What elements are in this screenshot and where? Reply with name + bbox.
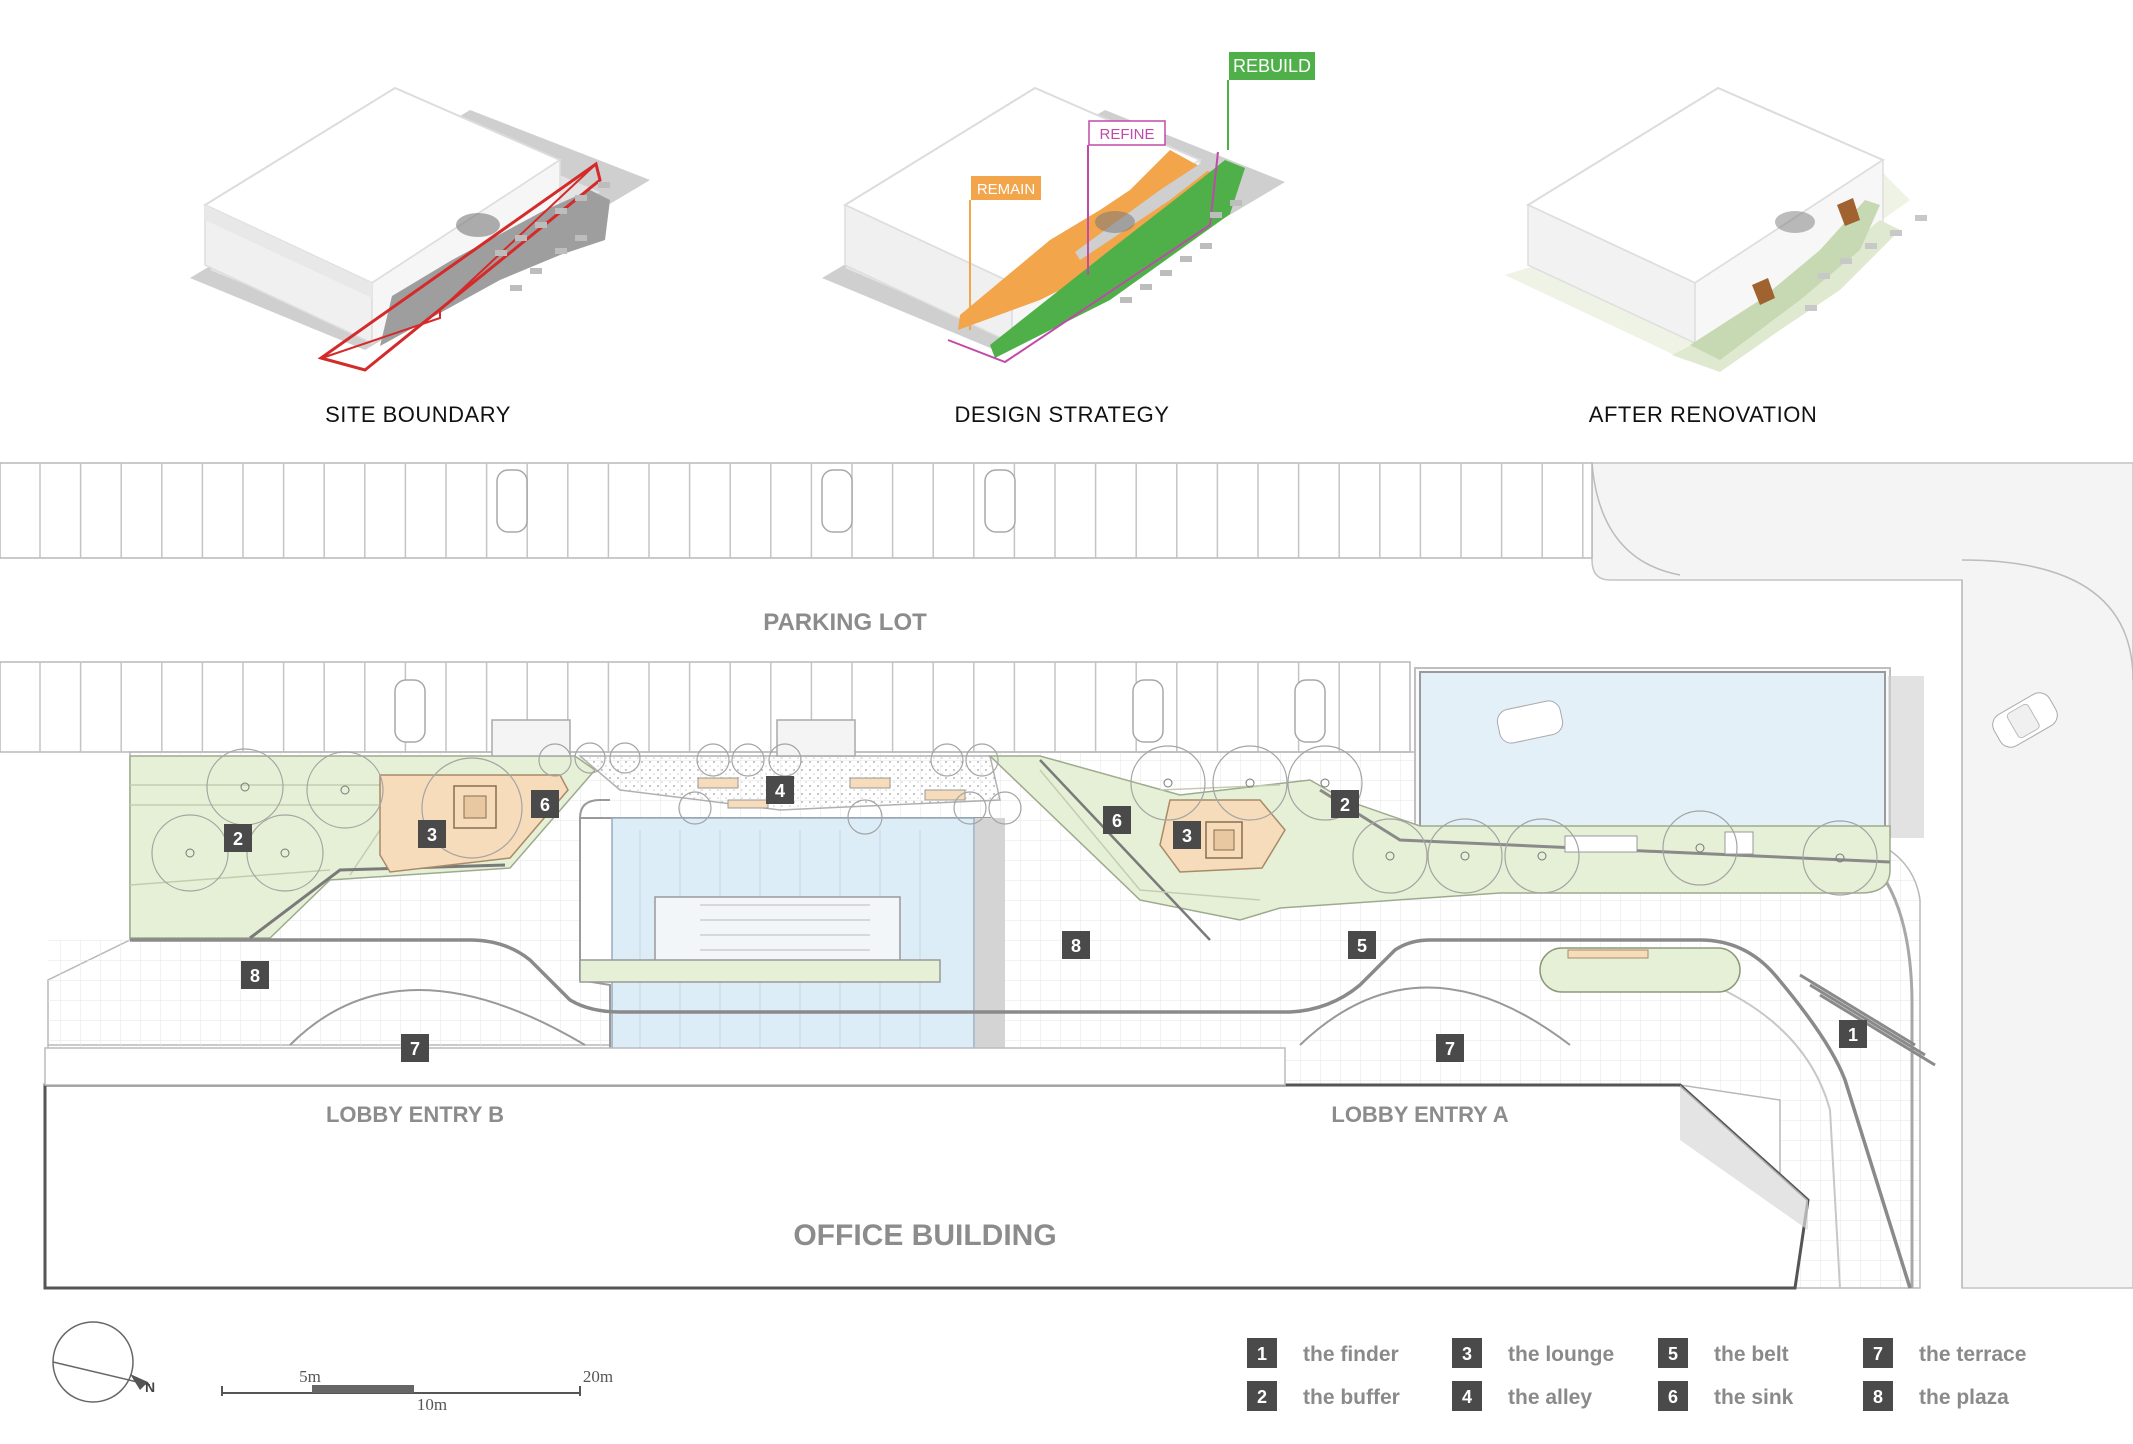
svg-text:the belt: the belt bbox=[1714, 1343, 1789, 1366]
parking-row-top bbox=[0, 462, 1593, 559]
svg-text:1: 1 bbox=[1257, 1344, 1267, 1364]
svg-text:N: N bbox=[145, 1379, 155, 1395]
zone-marker-6: 6 bbox=[531, 790, 559, 818]
svg-text:8: 8 bbox=[1071, 936, 1081, 956]
svg-text:20m: 20m bbox=[583, 1367, 613, 1386]
legend-item-4: 4 the alley bbox=[1452, 1381, 1592, 1411]
svg-text:5: 5 bbox=[1357, 936, 1367, 956]
zone-marker-8: 8 bbox=[241, 961, 269, 989]
remain-zone bbox=[958, 150, 1210, 330]
escalators bbox=[654, 896, 901, 971]
zone-marker-2: 2 bbox=[224, 824, 252, 852]
svg-text:4: 4 bbox=[1462, 1387, 1472, 1407]
finder-bars bbox=[1799, 973, 1936, 1067]
svg-text:2: 2 bbox=[233, 829, 243, 849]
zone-marker-7: 7 bbox=[1436, 1034, 1464, 1062]
zone-marker-1: 1 bbox=[1839, 1020, 1867, 1048]
parked-cars bbox=[394, 469, 1326, 743]
legend-item-7: 7 the terrace bbox=[1863, 1338, 2026, 1368]
legend-item-3: 3 the lounge bbox=[1452, 1338, 1614, 1368]
parking-lot-label: PARKING LOT bbox=[763, 609, 927, 636]
svg-text:8: 8 bbox=[250, 966, 260, 986]
svg-text:5: 5 bbox=[1668, 1344, 1678, 1364]
caption-design-strategy: DESIGN STRATEGY bbox=[955, 402, 1170, 427]
zone-marker-2: 2 bbox=[1331, 790, 1359, 818]
legend-item-2: 2 the buffer bbox=[1247, 1381, 1400, 1411]
svg-text:REFINE: REFINE bbox=[1099, 126, 1154, 143]
rebuild-zone bbox=[990, 160, 1245, 358]
zone-marker-8: 8 bbox=[1062, 931, 1090, 959]
office-building bbox=[43, 1083, 1810, 1290]
zone-marker-3: 3 bbox=[418, 820, 446, 848]
svg-text:6: 6 bbox=[1112, 811, 1122, 831]
svg-text:the alley: the alley bbox=[1508, 1386, 1592, 1409]
svg-text:2: 2 bbox=[1257, 1387, 1267, 1407]
site-boundary-outline bbox=[317, 161, 602, 372]
svg-text:1: 1 bbox=[1848, 1025, 1858, 1045]
zone-marker-6: 6 bbox=[1103, 806, 1131, 834]
svg-text:the sink: the sink bbox=[1714, 1386, 1794, 1409]
svg-text:10m: 10m bbox=[417, 1395, 447, 1414]
scale-bar: 5m 10m 20m bbox=[221, 1367, 613, 1414]
tag-rebuild: REBUILD bbox=[1229, 52, 1315, 80]
street-car bbox=[1992, 692, 2058, 748]
lobby-entry-a-label: LOBBY ENTRY A bbox=[1331, 1102, 1508, 1127]
zone-marker-4: 4 bbox=[766, 776, 794, 804]
street-area bbox=[1591, 462, 2133, 1289]
green-island bbox=[1539, 947, 1741, 993]
svg-text:4: 4 bbox=[775, 781, 785, 801]
svg-text:the terrace: the terrace bbox=[1919, 1343, 2026, 1366]
zone-marker-5: 5 bbox=[1348, 931, 1376, 959]
svg-text:the lounge: the lounge bbox=[1508, 1343, 1614, 1366]
svg-text:2: 2 bbox=[1340, 795, 1350, 815]
belt-path bbox=[130, 938, 1912, 1289]
caption-site-boundary: SITE BOUNDARY bbox=[325, 402, 511, 427]
svg-text:the plaza: the plaza bbox=[1919, 1386, 2009, 1409]
tag-refine: REFINE bbox=[1088, 120, 1166, 146]
legend-item-5: 5 the belt bbox=[1658, 1338, 1789, 1368]
svg-text:3: 3 bbox=[427, 825, 437, 845]
svg-text:7: 7 bbox=[410, 1039, 420, 1059]
tag-remain: REMAIN bbox=[971, 176, 1041, 200]
svg-text:the buffer: the buffer bbox=[1303, 1386, 1400, 1409]
svg-text:7: 7 bbox=[1445, 1039, 1455, 1059]
legend-item-6: 6 the sink bbox=[1658, 1381, 1794, 1411]
lobby-entry-b-label: LOBBY ENTRY B bbox=[326, 1102, 504, 1127]
legend-item-8: 8 the plaza bbox=[1863, 1381, 2009, 1411]
svg-text:REBUILD: REBUILD bbox=[1233, 56, 1311, 76]
svg-text:8: 8 bbox=[1873, 1387, 1883, 1407]
axon-design-strategy bbox=[822, 80, 1285, 364]
svg-text:6: 6 bbox=[1668, 1387, 1678, 1407]
parking-row-bottom bbox=[0, 661, 1411, 753]
zone-marker-3: 3 bbox=[1173, 821, 1201, 849]
legend-item-1: 1 the finder bbox=[1247, 1338, 1399, 1368]
svg-text:5m: 5m bbox=[299, 1367, 321, 1386]
glass-pavilion bbox=[1419, 671, 1886, 833]
svg-text:6: 6 bbox=[540, 795, 550, 815]
caption-after-renovation: AFTER RENOVATION bbox=[1589, 402, 1817, 427]
axon-site-boundary bbox=[190, 86, 650, 372]
site-plan: PARKING LOT bbox=[0, 462, 2133, 1290]
svg-text:3: 3 bbox=[1182, 826, 1192, 846]
zone-marker-7: 7 bbox=[401, 1034, 429, 1062]
svg-text:REMAIN: REMAIN bbox=[977, 181, 1035, 198]
office-building-label: OFFICE BUILDING bbox=[793, 1219, 1056, 1252]
svg-text:3: 3 bbox=[1462, 1344, 1472, 1364]
north-arrow: N bbox=[52, 1321, 155, 1403]
legend: 1 the finder 2 the buffer 3 the lounge 4 the al… bbox=[1247, 1338, 2026, 1411]
svg-text:the finder: the finder bbox=[1303, 1343, 1399, 1366]
svg-text:7: 7 bbox=[1873, 1344, 1883, 1364]
axon-after-renovation bbox=[1505, 86, 1927, 372]
